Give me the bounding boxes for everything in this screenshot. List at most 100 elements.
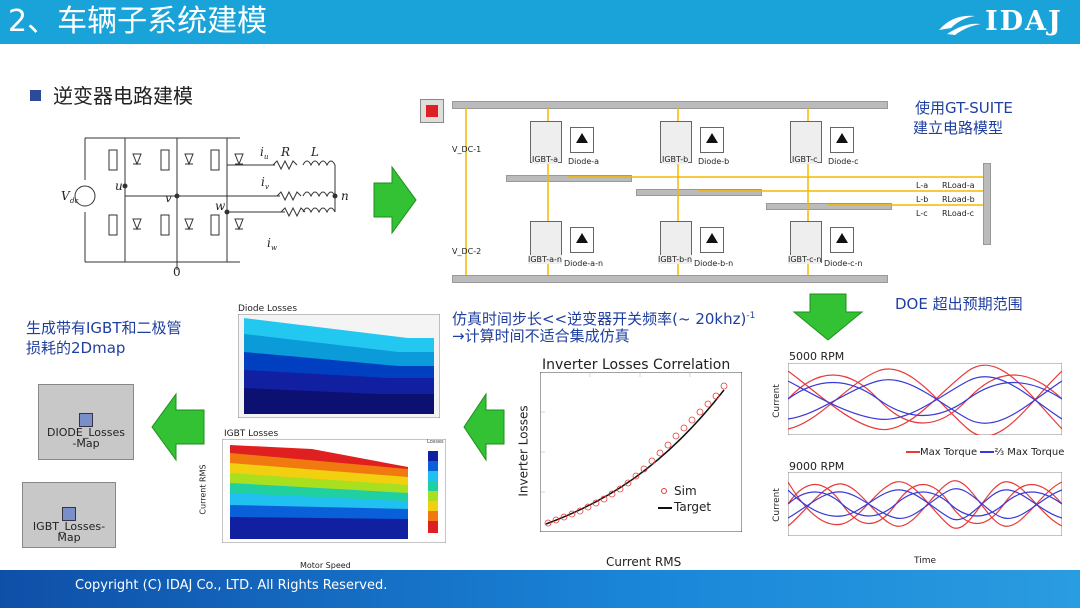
arrow-left-1-icon	[463, 392, 505, 462]
legend-target: Target	[674, 500, 712, 514]
top-bus-bar	[452, 101, 888, 109]
vdc2-label: V_DC-2	[452, 247, 482, 256]
igbt-b-n-label: IGBT-b-n	[658, 255, 693, 264]
load-l-b-label: L-b	[916, 195, 929, 204]
wave2-plot	[788, 472, 1062, 536]
mid-bar-c	[766, 203, 892, 210]
diode-c-label: Diode-c	[828, 157, 859, 166]
subtitle-text: 逆变器电路建模	[53, 84, 193, 108]
iw-sub-label: w	[271, 244, 277, 252]
wave2-xlabel: Time	[914, 556, 937, 566]
diode-a-label: Diode-a	[568, 157, 600, 166]
iu-label: i	[260, 145, 264, 159]
wave2-title: 9000 RPM	[789, 460, 845, 473]
diode-a-n-label: Diode-a-n	[564, 259, 604, 268]
page-title: 2、车辆子系统建模	[8, 4, 268, 39]
mid-bar-a	[506, 175, 632, 182]
idaj-logo-icon	[939, 15, 981, 35]
igbt-map-ylabel: Current RMS	[198, 464, 208, 515]
igbt-block-label: IGBT_Losses-Map	[32, 520, 106, 544]
r-label: R	[280, 145, 290, 159]
igbt-map-legend-title: Losses	[427, 439, 444, 445]
map-block-icon	[62, 507, 76, 521]
iw-label: i	[267, 236, 271, 250]
diode-b-label: Diode-b	[698, 157, 730, 166]
l-label: L	[310, 145, 319, 159]
diode-block-label: DIODE_Losses -Map	[47, 426, 125, 450]
n-label: n	[341, 189, 349, 203]
bullet-square-icon	[30, 90, 41, 101]
map-block-icon	[79, 413, 93, 427]
iv-sub-label: v	[265, 183, 269, 191]
diode-c-n-block[interactable]	[830, 227, 854, 253]
arrow-left-2-icon	[151, 392, 205, 462]
correlation-ylabel: Inverter Losses	[516, 405, 531, 497]
legend-two-thirds-label: ⅔ Max Torque	[994, 447, 1065, 458]
igbt-a-label: IGBT-a	[532, 155, 558, 164]
igbt-b-label: IGBT-b	[662, 155, 689, 164]
diode-losses-map	[238, 314, 440, 418]
inverter-circuit-diagram: V dc i u R L i v i w n u v w 0	[61, 137, 349, 279]
sim-note-line1: 仿真时间步长<<逆变器开关频率(~ 20khz)-1	[452, 306, 755, 329]
model-wires	[465, 107, 983, 275]
vdc-sub-label: dc	[70, 197, 78, 205]
map-note-line1: 生成带有IGBT和二极管	[26, 319, 182, 337]
load-l-a-label: L-a	[916, 181, 929, 190]
diode-b-n-label: Diode-b-n	[694, 259, 734, 268]
diode-a-n-block[interactable]	[570, 227, 594, 253]
load-l-c-label: L-c	[916, 209, 928, 218]
wave1-ylabel: Current	[771, 384, 782, 418]
doe-note: DOE 超出预期范围	[895, 295, 1023, 313]
right-bus-bar	[983, 163, 991, 245]
footer-bar	[0, 570, 1080, 608]
diode-b-n-block[interactable]	[700, 227, 724, 253]
igbt-c-n-label: IGBT-c-n	[788, 255, 822, 264]
diode-b-block[interactable]	[700, 127, 724, 153]
correlation-title: Inverter Losses Correlation	[542, 357, 731, 373]
correlation-xlabel: Current RMS	[606, 555, 682, 569]
vdc1-label: V_DC-1	[452, 145, 482, 154]
sim-note-sup: -1	[746, 311, 756, 321]
gt-note-line1: 使用GT-SUITE	[915, 99, 1013, 117]
diode-map-title: Diode Losses	[238, 304, 298, 314]
wave1-title: 5000 RPM	[789, 350, 845, 363]
igbt-map-title: IGBT Losses	[224, 429, 279, 439]
iu-sub-label: u	[264, 153, 269, 161]
load-r-b-label: RLoad-b	[942, 195, 975, 204]
map-note-line2: 损耗的2Dmap	[26, 339, 126, 357]
wave2-ylabel: Current	[771, 488, 782, 522]
u-node-label: u	[115, 179, 123, 193]
legend-max-swatch	[906, 451, 920, 453]
mid-bar-b	[636, 189, 762, 196]
arrow-right-1-icon	[373, 165, 417, 235]
v-node-label: v	[165, 191, 172, 205]
diode-c-n-label: Diode-c-n	[824, 259, 863, 268]
gt-suite-model: V_DC-1 V_DC-2 IGBT-a Diode-a IGBT-b Diod…	[418, 95, 998, 285]
wave-legend: Max Torque ⅔ Max Torque	[906, 447, 1064, 458]
arrow-down-icon	[792, 293, 864, 341]
igbt-a-n-label: IGBT-a-n	[528, 255, 562, 264]
igbt-losses-map	[222, 439, 446, 543]
sim-note-line2: →计算时间不适合集成仿真	[452, 327, 630, 345]
iv-label: i	[261, 175, 265, 189]
legend-max-label: Max Torque	[920, 447, 978, 458]
section-subtitle: 逆变器电路建模	[30, 80, 193, 109]
sim-note-main: 仿真时间步长<<逆变器开关频率(~ 20khz)	[452, 310, 747, 328]
diode-losses-map-block[interactable]: DIODE_Losses -Map	[38, 384, 134, 460]
igbt-losses-map-block[interactable]: IGBT_Losses-Map	[22, 482, 116, 548]
w-node-label: w	[215, 199, 226, 213]
igbt-c-label: IGBT-c	[792, 155, 818, 164]
diode-c-block[interactable]	[830, 127, 854, 153]
header-bar	[0, 0, 1080, 44]
diode-a-block[interactable]	[570, 127, 594, 153]
legend-two-thirds-swatch	[980, 451, 995, 453]
load-r-c-label: RLoad-c	[942, 209, 975, 218]
logo-text: IDAJ	[985, 6, 1063, 37]
model-run-button[interactable]	[420, 99, 444, 123]
legend-sim: Sim	[674, 484, 697, 498]
copyright-text: Copyright (C) IDAJ Co., LTD. All Rights …	[75, 578, 388, 593]
ground-label: 0	[173, 265, 181, 279]
wave1-plot	[788, 363, 1062, 435]
load-r-a-label: RLoad-a	[942, 181, 975, 190]
igbt-map-xlabel: Motor Speed	[300, 561, 351, 570]
